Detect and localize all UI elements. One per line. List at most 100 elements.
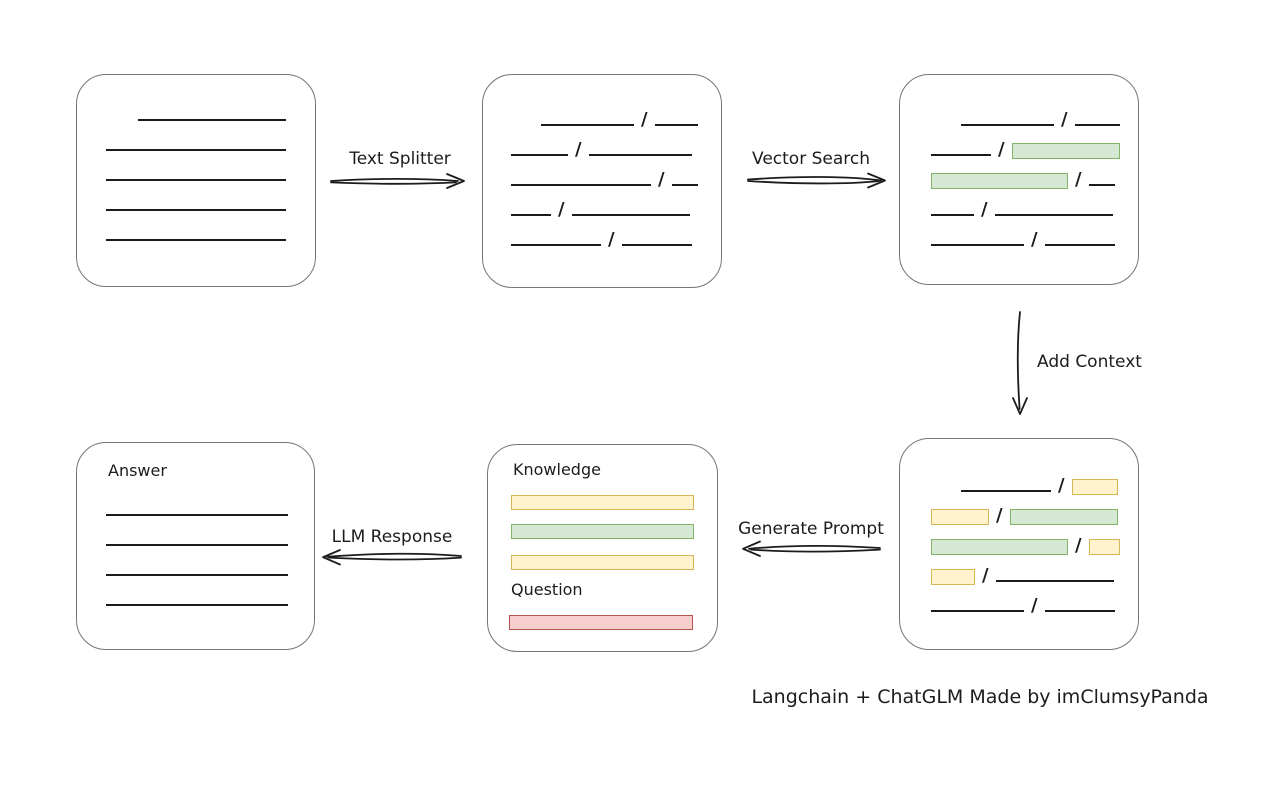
text-line-row bbox=[106, 519, 288, 549]
text-line bbox=[106, 209, 286, 211]
text-line bbox=[671, 184, 698, 186]
answer-label: Answer bbox=[108, 461, 167, 480]
slash-separator: / bbox=[998, 139, 1005, 160]
chunk-row: / bbox=[511, 219, 698, 249]
chunk-row: / bbox=[511, 129, 698, 159]
green-highlight-chunk bbox=[931, 173, 1068, 189]
text-line bbox=[106, 179, 286, 181]
split-chunk-rows: / / / / / bbox=[511, 99, 698, 249]
vector-search-arrow bbox=[747, 172, 886, 189]
vector-search-label: Vector Search bbox=[752, 149, 870, 169]
generate-prompt-arrow bbox=[742, 540, 881, 557]
slash-separator: / bbox=[558, 199, 565, 220]
text-line bbox=[961, 124, 1054, 126]
text-line bbox=[961, 490, 1051, 492]
node-source-document bbox=[76, 74, 316, 287]
generate-prompt-label: Generate Prompt bbox=[738, 519, 884, 539]
node-context-chunks: ///// bbox=[899, 438, 1139, 650]
text-line-row bbox=[106, 489, 288, 519]
text-line bbox=[511, 244, 601, 246]
chunk-row: / bbox=[931, 189, 1120, 219]
slash-separator: / bbox=[575, 139, 582, 160]
node-matched-chunks: / / / / / bbox=[899, 74, 1139, 285]
question-label: Question bbox=[511, 580, 583, 599]
text-line bbox=[511, 154, 568, 156]
knowledge-chunk bbox=[511, 524, 694, 539]
text-line bbox=[931, 214, 974, 216]
text-line bbox=[511, 184, 651, 186]
slash-separator: / bbox=[1061, 109, 1068, 130]
chunk-row: / bbox=[931, 159, 1120, 189]
context-chunk-rows: ///// bbox=[931, 465, 1120, 615]
text-line bbox=[106, 514, 288, 516]
yellow-highlight-chunk bbox=[931, 509, 989, 525]
yellow-highlight-chunk bbox=[1088, 539, 1120, 555]
yellow-highlight-chunk bbox=[931, 569, 975, 585]
chunk-row: / bbox=[931, 585, 1120, 615]
text-line bbox=[994, 214, 1113, 216]
slash-separator: / bbox=[658, 169, 665, 190]
node-answer: Answer bbox=[76, 442, 315, 650]
text-line-row bbox=[106, 579, 288, 609]
llm-response-arrow bbox=[322, 549, 462, 566]
text-line bbox=[654, 124, 698, 126]
text-line-row bbox=[106, 214, 286, 244]
text-line-row bbox=[106, 94, 286, 124]
knowledge-chunk bbox=[511, 495, 694, 510]
chunk-row: / bbox=[931, 219, 1120, 249]
answer-lines bbox=[106, 489, 288, 609]
text-line bbox=[511, 214, 551, 216]
slash-separator: / bbox=[1058, 475, 1065, 496]
text-splitter-label: Text Splitter bbox=[349, 149, 451, 169]
text-line-row bbox=[106, 124, 286, 154]
chunk-row: / bbox=[931, 525, 1120, 555]
text-line bbox=[931, 154, 991, 156]
green-highlight-chunk bbox=[1011, 143, 1120, 159]
node-split-chunks: / / / / / bbox=[482, 74, 722, 288]
text-line bbox=[541, 124, 634, 126]
knowledge-chunk bbox=[511, 555, 694, 570]
text-line bbox=[995, 580, 1114, 582]
knowledge-label: Knowledge bbox=[513, 460, 601, 479]
slash-separator: / bbox=[641, 109, 648, 130]
green-highlight-chunk bbox=[1009, 509, 1118, 525]
chunk-row: / bbox=[931, 99, 1120, 129]
text-line bbox=[106, 574, 288, 576]
chunk-row: / bbox=[931, 495, 1120, 525]
text-line-row bbox=[106, 154, 286, 184]
text-line bbox=[106, 149, 286, 151]
text-line bbox=[106, 544, 288, 546]
slash-separator: / bbox=[996, 505, 1003, 526]
slash-separator: / bbox=[1075, 535, 1082, 556]
add-context-label: Add Context bbox=[1037, 352, 1142, 372]
text-line-row bbox=[106, 549, 288, 579]
node-prompt: Knowledge Question bbox=[487, 444, 718, 652]
text-splitter-arrow bbox=[330, 173, 465, 189]
text-line bbox=[571, 214, 690, 216]
text-line bbox=[106, 239, 286, 241]
slash-separator: / bbox=[608, 229, 615, 250]
text-line bbox=[1044, 244, 1115, 246]
add-context-arrow bbox=[1012, 311, 1028, 415]
text-line bbox=[1044, 610, 1115, 612]
chunk-row: / bbox=[511, 159, 698, 189]
matched-chunk-rows: / / / / / bbox=[931, 99, 1120, 249]
text-line bbox=[931, 610, 1024, 612]
slash-separator: / bbox=[981, 199, 988, 220]
green-highlight-chunk bbox=[931, 539, 1068, 555]
credit-text: Langchain + ChatGLM Made by imClumsyPand… bbox=[751, 686, 1209, 708]
text-line bbox=[106, 604, 288, 606]
text-line bbox=[1088, 184, 1115, 186]
chunk-row: / bbox=[931, 129, 1120, 159]
text-line bbox=[138, 119, 286, 121]
slash-separator: / bbox=[1075, 169, 1082, 190]
llm-response-label: LLM Response bbox=[331, 527, 453, 547]
chunk-row: / bbox=[931, 555, 1120, 585]
chunk-row: / bbox=[931, 465, 1120, 495]
slash-separator: / bbox=[982, 565, 989, 586]
chunk-row: / bbox=[511, 99, 698, 129]
chunk-row: / bbox=[511, 189, 698, 219]
yellow-highlight-chunk bbox=[1071, 479, 1118, 495]
slash-separator: / bbox=[1031, 229, 1038, 250]
